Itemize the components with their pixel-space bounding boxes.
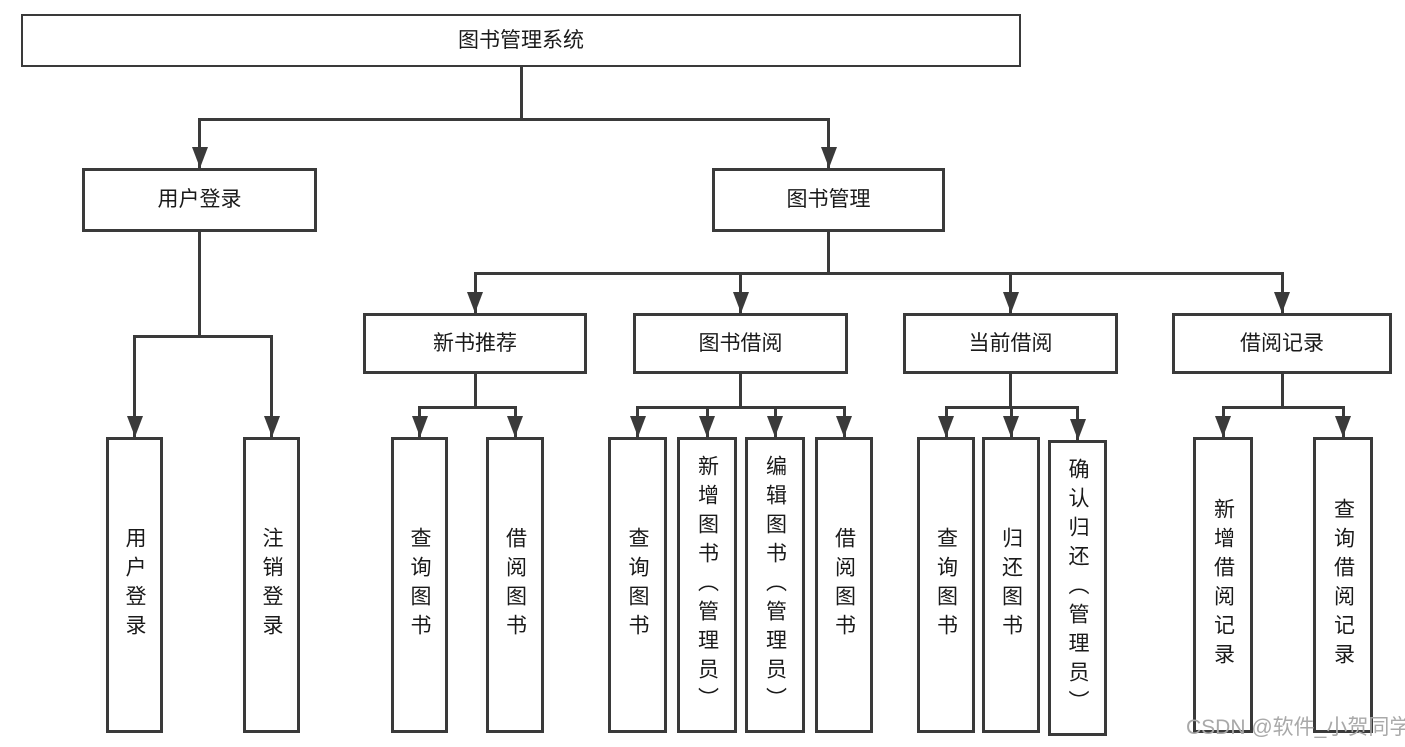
node-query-books: 查询图书 [391,437,448,733]
node-label: 图书管理 [786,188,871,212]
node-book-management: 图书管理 [712,168,945,232]
arrowhead-down-icon [629,416,646,437]
node-query-books: 查询图书 [917,437,975,733]
node-label: 查询借阅记录 [1331,498,1355,672]
node-label: 注销登录 [260,527,283,643]
connector-bus [133,335,273,338]
node-borrow-books: 借阅图书 [486,437,544,733]
node-borrow-books: 借阅图书 [815,437,873,733]
node-label: 确认归还（管理员） [1066,457,1089,719]
connector-bus [1221,406,1345,409]
node-user-login: 用户登录 [82,168,317,232]
node-label: 借阅记录 [1240,331,1324,355]
node-add-books-admin: 新增图书（管理员） [677,437,737,733]
connector-bus [473,272,1284,275]
connector-stem [1009,374,1012,409]
node-current-borrowing: 当前借阅 [903,313,1118,374]
arrowhead-down-icon [938,416,954,437]
node-confirm-return-admin: 确认归还（管理员） [1048,440,1107,736]
connector-stem [473,374,477,409]
node-label: 图书借阅 [698,331,783,355]
arrowhead-down-icon [820,147,837,168]
node-label: 当前借阅 [968,331,1053,355]
arrowhead-down-icon [467,292,483,313]
arrowhead-down-icon [1003,416,1019,437]
arrowhead-down-icon [699,416,715,437]
node-label: 新增图书（管理员） [695,454,719,716]
connector-stem [827,232,830,275]
arrowhead-down-icon [1002,292,1019,313]
node-label: 新书推荐 [433,331,517,355]
node-query-books: 查询图书 [608,437,667,733]
node-label: 查询图书 [934,527,958,643]
connector-bus [636,406,846,409]
connector-drop [270,335,273,437]
node-edit-books-admin: 编辑图书（管理员） [745,437,805,733]
arrowhead-down-icon [732,292,749,313]
node-book-borrowing: 图书借阅 [633,313,848,374]
node-label: 归还图书 [999,527,1023,643]
node-label: 借阅图书 [832,527,856,643]
arrowhead-down-icon [1274,292,1290,313]
arrowhead-down-icon [1335,416,1351,437]
node-add-borrowing-record: 新增借阅记录 [1193,437,1253,733]
connector-stem [519,67,523,121]
arrowhead-down-icon [263,416,280,437]
node-label: 查询图书 [408,527,431,643]
node-label: 查询图书 [626,527,649,643]
watermark: CSDN @软件_小贺同学 [1186,716,1405,739]
node-label: 用户登录 [157,188,242,212]
connector-bus [198,118,830,121]
connector-drop [133,335,136,437]
connector-stem [1280,374,1284,409]
node-label: 借阅图书 [503,527,527,643]
connector-drop [198,118,201,168]
node-label: 新增借阅记录 [1211,498,1235,672]
connector-bus [418,406,517,409]
arrowhead-down-icon [767,416,783,437]
arrowhead-down-icon [126,416,143,437]
node-library-management-system: 图书管理系统 [21,14,1021,67]
node-label: 图书管理系统 [458,28,584,52]
arrowhead-down-icon [191,147,208,168]
node-label: 用户登录 [123,527,146,643]
node-user-login-leaf: 用户登录 [106,437,163,733]
node-logout: 注销登录 [243,437,300,733]
arrowhead-down-icon [411,416,428,437]
connector-drop [827,118,830,168]
arrowhead-down-icon [836,416,852,437]
arrowhead-down-icon [1215,416,1231,437]
node-borrowing-records: 借阅记录 [1172,313,1392,374]
arrowhead-down-icon [1069,419,1086,440]
arrowhead-down-icon [507,416,523,437]
connector-stem [739,374,742,409]
connector-stem [198,232,201,338]
node-label: 编辑图书（管理员） [763,454,787,716]
node-return-books: 归还图书 [982,437,1040,733]
node-new-book-recommendation: 新书推荐 [363,313,587,374]
node-query-borrowing-record: 查询借阅记录 [1313,437,1373,733]
